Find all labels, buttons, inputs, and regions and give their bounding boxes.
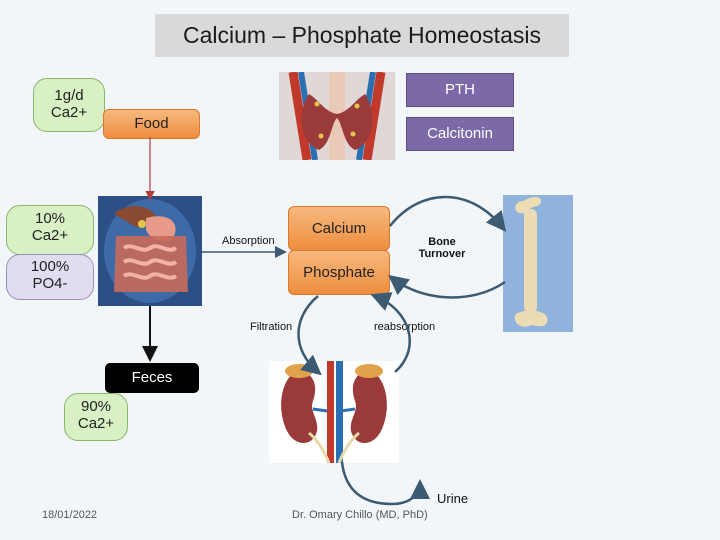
- bone-turnover-line2: Turnover: [418, 248, 466, 260]
- bone-image: [503, 195, 573, 332]
- urine-arrow: [340, 461, 430, 506]
- absorption-label: Absorption: [222, 235, 275, 247]
- kidneys-image: [269, 361, 399, 463]
- intake-pill: 1g/d Ca2+: [33, 78, 105, 132]
- digestive-system-image: [98, 196, 202, 306]
- absorbed-phosphate-percent: 100%: [30, 258, 70, 275]
- absorbed-calcium-percent: 10%: [34, 210, 66, 227]
- excreted-calcium-percent: 90%: [80, 398, 112, 415]
- absorbed-phosphate-ion: PO4-: [32, 275, 68, 292]
- intake-amount: 1g/d: [54, 87, 84, 104]
- bone-turnover-line1: Bone: [428, 236, 456, 248]
- calcium-to-bone-arrow: [389, 195, 507, 232]
- filtration-label: Filtration: [250, 321, 293, 333]
- author-footer: Dr. Omary Chillo (MD, PhD): [292, 509, 428, 521]
- phosphate-box: Phosphate: [288, 250, 390, 295]
- calcitonin-box: Calcitonin: [406, 117, 514, 151]
- bone-to-phosphate-arrow: [388, 274, 506, 299]
- intake-ion: Ca2+: [50, 104, 88, 121]
- date-footer: 18/01/2022: [42, 509, 98, 521]
- absorbed-phosphate-pill: 100% PO4-: [6, 254, 94, 300]
- excreted-calcium-pill: 90% Ca2+: [64, 393, 128, 441]
- absorbed-calcium-pill: 10% Ca2+: [6, 205, 94, 255]
- bone-turnover-label: Bone Turnover: [412, 236, 472, 260]
- food-box: Food: [103, 109, 200, 139]
- feces-box: Feces: [105, 363, 199, 393]
- page-title: Calcium – Phosphate Homeostasis: [155, 14, 569, 57]
- calcium-box: Calcium: [288, 206, 390, 251]
- thyroid-gland-image: [279, 72, 395, 160]
- pth-box: PTH: [406, 73, 514, 107]
- absorbed-calcium-ion: Ca2+: [31, 227, 69, 244]
- reabsorption-label: reabsorption: [374, 321, 436, 333]
- excreted-calcium-ion: Ca2+: [77, 415, 115, 432]
- urine-label: Urine: [437, 491, 469, 506]
